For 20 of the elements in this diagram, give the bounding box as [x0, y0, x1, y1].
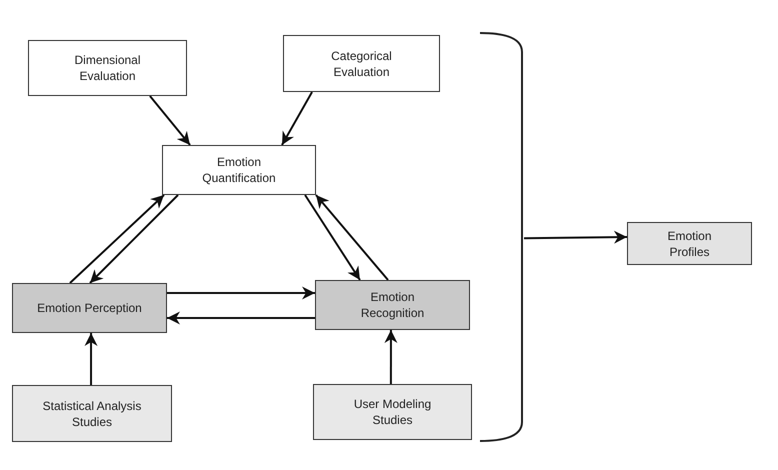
arrow	[167, 286, 315, 300]
arrow	[167, 312, 315, 324]
arrow	[69, 194, 165, 284]
process-box: Categorical Evaluation	[283, 35, 440, 92]
process-box: User Modeling Studies	[313, 384, 472, 440]
process-box: Emotion Recognition	[315, 280, 470, 330]
arrow	[384, 330, 398, 384]
arrow	[89, 194, 179, 284]
process-box: Emotion Perception	[12, 283, 167, 333]
arrow	[281, 92, 313, 146]
process-box: Statistical Analysis Studies	[12, 385, 172, 442]
arrow	[315, 194, 389, 281]
bracket	[478, 32, 524, 442]
process-box: Emotion Quantification	[162, 145, 316, 195]
process-box: Emotion Profiles	[627, 222, 752, 265]
process-box: Dimensional Evaluation	[28, 40, 187, 96]
arrow	[524, 230, 628, 244]
arrow	[149, 95, 191, 146]
arrow	[84, 333, 98, 385]
arrow	[304, 194, 361, 281]
